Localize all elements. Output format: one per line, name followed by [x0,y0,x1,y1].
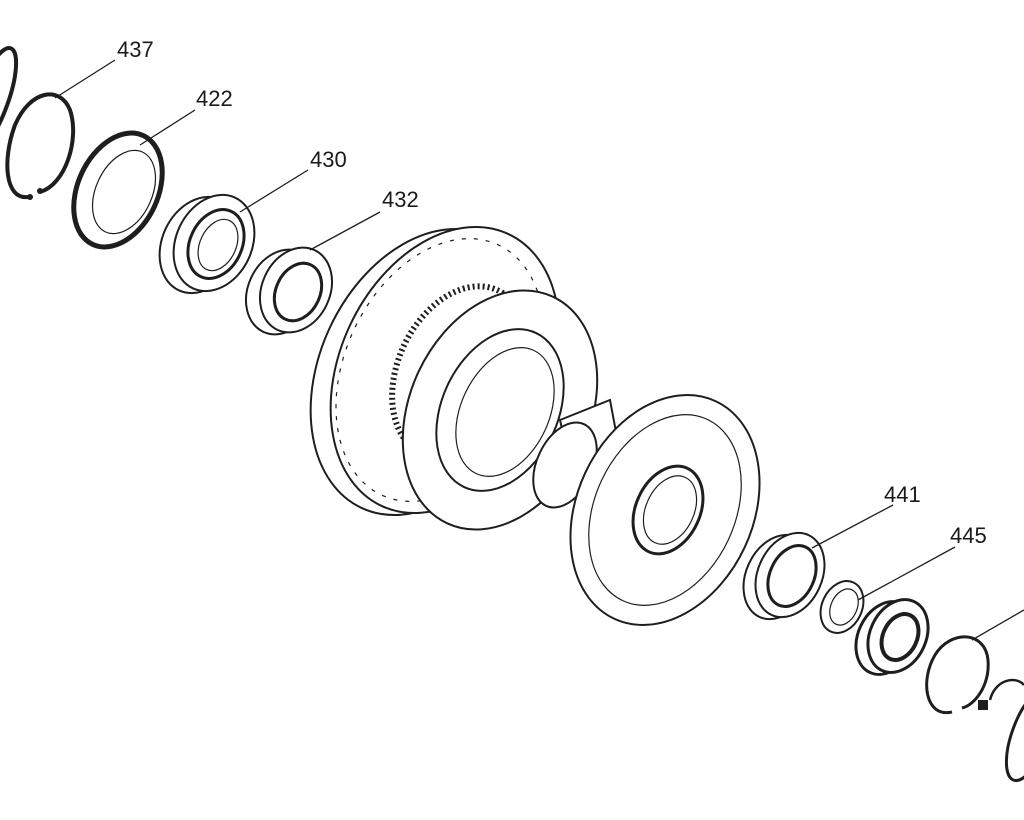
part-445-washer [819,580,865,634]
part-422-plate [71,130,165,250]
right-snap-ring [925,635,990,715]
part-441-bearing [742,531,826,621]
part-432-bearing [245,246,333,336]
callout-437: 437 [117,37,154,62]
callout-432: 432 [382,187,419,212]
leader-offscreen [971,609,1024,641]
part-437-snap-ring [5,92,76,200]
leader-430 [239,169,309,213]
axle-nut [854,598,930,676]
right-edge-rings [988,678,1024,783]
leader-422 [139,109,196,146]
left-edge-ring [0,46,19,154]
callout-422: 422 [196,86,233,111]
callout-430: 430 [310,147,347,172]
leader-432 [309,211,381,251]
callout-445: 445 [950,523,987,548]
wheel-hub [532,394,761,626]
leader-445 [857,546,956,601]
leader-437 [54,59,116,99]
part-430-bearing [158,193,256,295]
callout-441: 441 [884,482,921,507]
leader-441 [811,504,894,549]
